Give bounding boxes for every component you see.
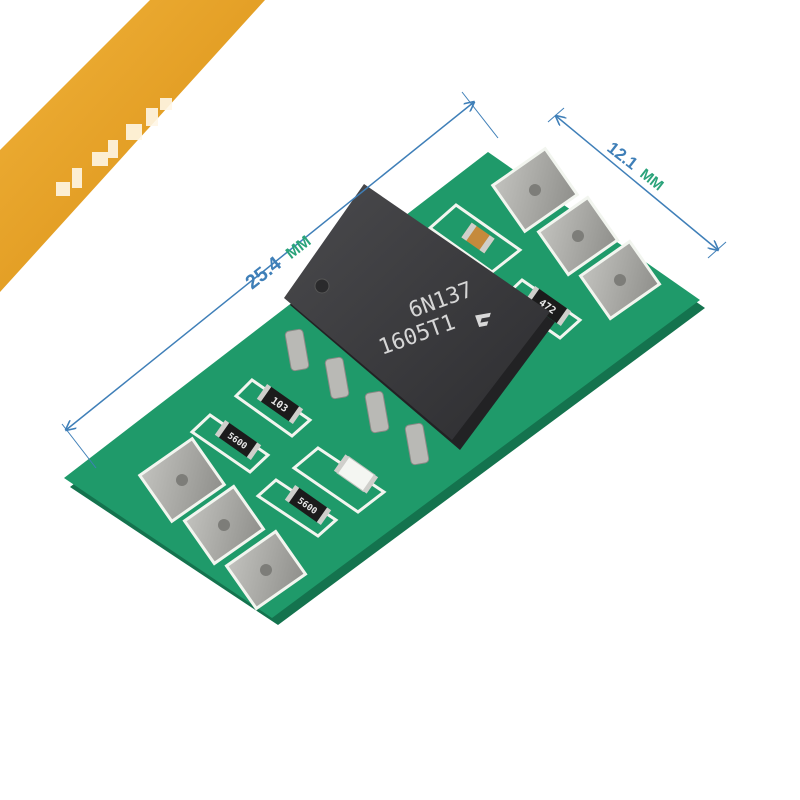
pad-right-3 [578, 239, 662, 321]
pin1-marker [314, 278, 330, 294]
length-value: 25.4 [242, 252, 287, 294]
led [333, 454, 379, 494]
pad-left-3 [224, 529, 308, 611]
pad-left-2 [182, 484, 266, 566]
watermark-banner [0, 0, 265, 292]
pad-left-1 [137, 436, 227, 524]
fairchild-logo-icon [475, 312, 491, 327]
width-unit: MM [636, 166, 666, 195]
svg-text:12.1 MM: 12.1 MM [604, 138, 668, 194]
width-value: 12.1 [604, 138, 642, 173]
left-connector-pads [137, 436, 308, 611]
length-unit: MM [283, 233, 314, 263]
resistor-5600-b: 5600 [284, 485, 332, 525]
